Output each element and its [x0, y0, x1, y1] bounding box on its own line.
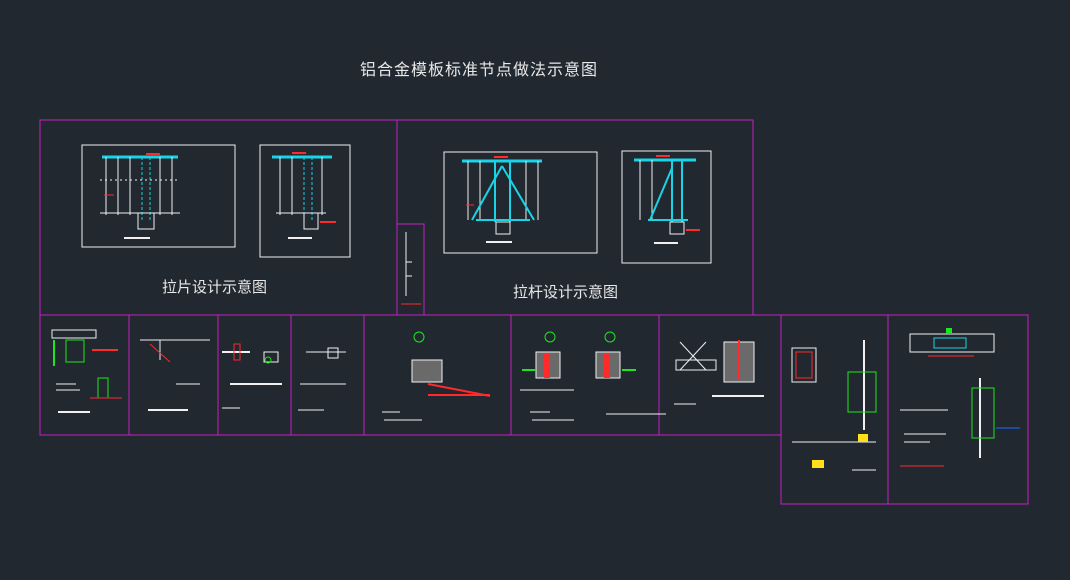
frame-detail-3 — [217, 314, 292, 436]
detail-5-drawing — [382, 331, 491, 421]
detail-6-drawing — [520, 331, 666, 421]
detail-3-drawing — [222, 343, 282, 409]
frame-la-pian — [39, 119, 398, 316]
frame-detail-1 — [39, 314, 130, 436]
la-pian-caption: 拉片设计示意图 — [162, 278, 268, 296]
detail-2-drawing — [140, 339, 210, 411]
la-pian-drawing-1 — [81, 144, 236, 248]
frame-detail-9 — [887, 314, 1029, 505]
detail-7-drawing — [674, 340, 764, 405]
frame-detail-4 — [290, 314, 365, 436]
frame-detail-2 — [128, 314, 219, 436]
frame-la-gan — [396, 119, 754, 316]
detail-8-drawing — [791, 340, 877, 471]
la-gan-drawing-2 — [621, 150, 712, 264]
la-gan-caption: 拉杆设计示意图 — [513, 283, 619, 301]
drawing-title: 铝合金模板标准节点做法示意图 — [360, 60, 599, 79]
detail-1-drawing — [51, 329, 122, 413]
frame-detail-8 — [780, 314, 889, 505]
la-pian-drawing-2 — [259, 144, 351, 258]
detail-9-drawing — [900, 328, 1020, 467]
frame-detail-7 — [658, 314, 782, 436]
sheet-frames — [39, 119, 1029, 505]
frame-small-detail — [396, 223, 425, 316]
detail-4-drawing — [298, 347, 346, 411]
frame-detail-6 — [510, 314, 660, 436]
small-vertical-detail — [401, 232, 421, 305]
la-gan-drawing-1 — [443, 151, 598, 254]
